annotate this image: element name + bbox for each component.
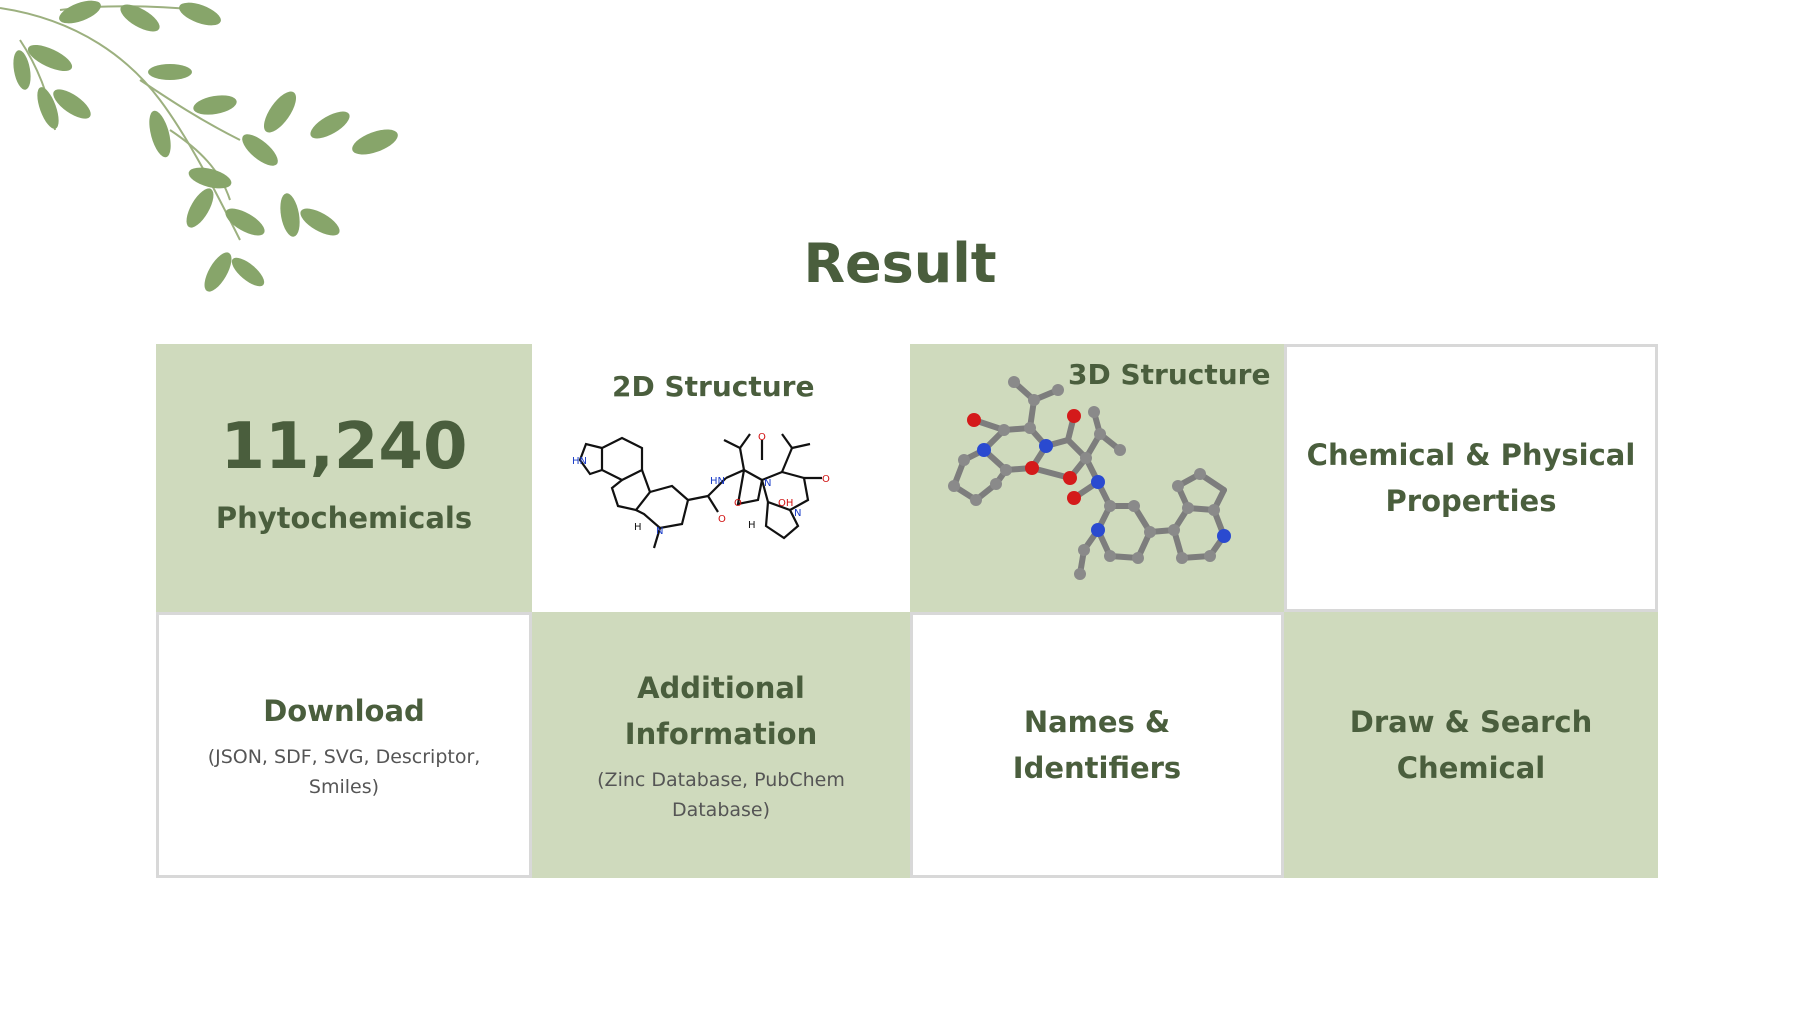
phytochemical-label: Phytochemicals [215,501,473,535]
atom-label: O [718,514,726,525]
atom-label: N [764,478,771,489]
draw-search-label-line2: Chemical [1396,751,1546,785]
phytochemical-count-card: 11,240 Phytochemicals [156,344,532,612]
structure-2d-label: 2D Structure [612,370,815,403]
structure-3d-label: 3D Structure [1068,358,1271,391]
download-formats: (JSON, SDF, SVG, Descriptor, Smiles) [208,742,481,802]
chemical-physical-label-line2: Properties [1385,484,1557,518]
leaf-branch-icon [0,0,398,292]
atom-label: HN [710,476,725,487]
additional-label: Additional [637,671,805,705]
draw-search-chemical-card[interactable]: Draw & Search Chemical [1284,612,1658,878]
draw-search-label: Draw & Search [1349,705,1593,739]
atom-label: N [656,526,663,537]
atom-label: N [794,508,801,519]
structure-2d-card[interactable]: 2D Structure [532,344,910,612]
additional-label-line2: Information [624,717,818,751]
additional-sources-line2: Database) [671,799,771,821]
atom-label: O [734,498,742,509]
page-title: Result [803,232,997,295]
additional-information-card[interactable]: Additional Information (Zinc Database, P… [532,612,910,878]
download-formats-line1: (JSON, SDF, SVG, Descriptor, [207,746,481,768]
atom-label: OH [778,498,793,509]
structure-3d-card[interactable]: 3D Structure [910,344,1284,612]
chemical-physical-label: Chemical & Physical [1306,438,1636,472]
atom-label: HN [572,456,587,467]
additional-sources-line1: (Zinc Database, PubChem [597,769,845,791]
molecule-2d-image: HN N H HN O O OH N N O O H [572,432,830,549]
molecule-3d-image [948,376,1231,580]
chemical-physical-properties-card[interactable]: Chemical & Physical Properties [1284,344,1658,612]
additional-sources: (Zinc Database, PubChem Database) [597,765,845,825]
names-identifiers-card[interactable]: Names & Identifiers [910,612,1284,878]
download-formats-line2: Smiles) [308,776,380,798]
names-label-line2: Identifiers [1012,751,1182,785]
atom-label: O [758,432,766,443]
download-card[interactable]: Download (JSON, SDF, SVG, Descriptor, Sm… [156,612,532,878]
download-label: Download [263,694,425,728]
names-label: Names & [1023,705,1171,739]
phytochemical-count: 11,240 [220,410,468,484]
atom-label: O [822,474,830,485]
atom-label: H [748,520,756,531]
atom-label: H [634,522,642,533]
